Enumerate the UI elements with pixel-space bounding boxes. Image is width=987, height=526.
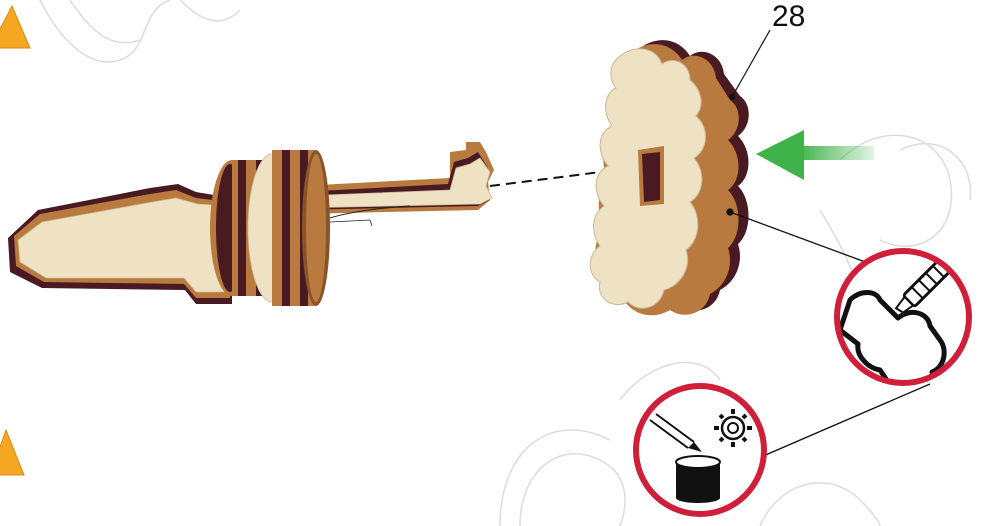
candle-icon: [676, 456, 720, 503]
warning-icon: [0, 6, 30, 48]
warning-icon: [0, 430, 24, 475]
wax-callout: [636, 386, 764, 514]
part-number-label: 28: [772, 2, 805, 32]
trim-callout: [837, 251, 969, 400]
gear-part-28: [590, 40, 749, 315]
ring-stack: [210, 150, 330, 306]
insert-arrow-icon: [756, 130, 874, 180]
